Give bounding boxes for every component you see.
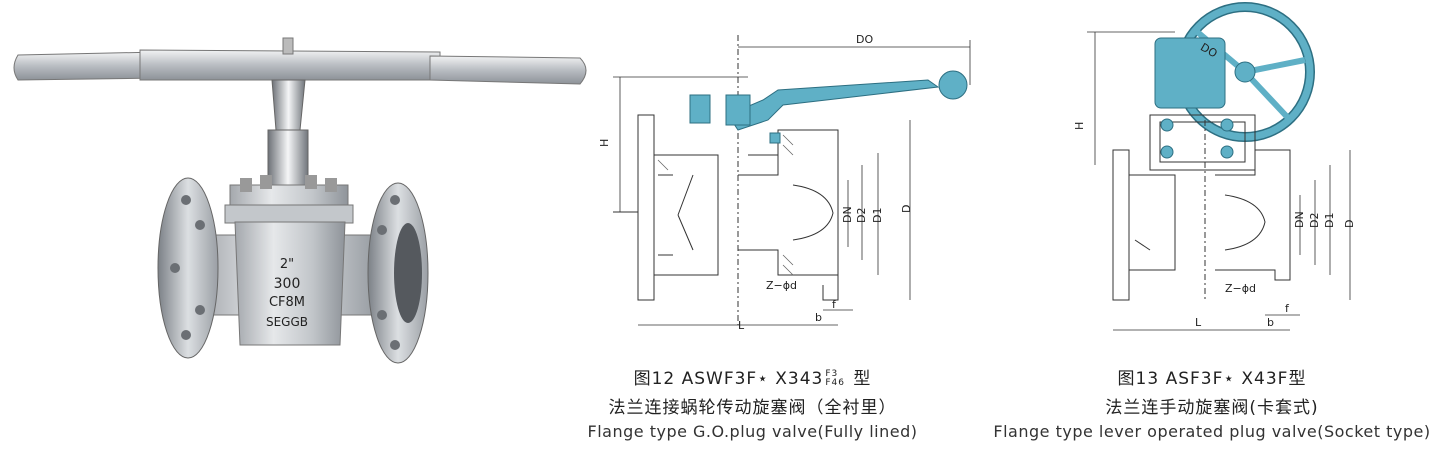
- fig13-caption-title: 图13 ASF3F⋆ X43F型: [1117, 369, 1307, 389]
- fig12-dim-b: b: [815, 311, 822, 324]
- casting-mark-size: 2": [280, 257, 294, 272]
- casting-marks: 2" 300 CF8M SEGGB: [266, 257, 308, 329]
- fig13-dim-l: L: [1195, 316, 1202, 329]
- fig12-caption-chinese: 法兰连接蜗轮传动旋塞阀（全衬里）: [608, 398, 897, 418]
- fig12-dim-h: H: [598, 139, 611, 147]
- figure-13-drawing: DO H DN D2 D1 D Z−ϕd f b L: [1073, 0, 1375, 345]
- fig12-dim-d: D: [900, 205, 913, 213]
- left-flange: [157, 177, 219, 359]
- fig13-caption-english: Flange type lever operated plug valve(So…: [993, 422, 1431, 441]
- fig12-lever: [689, 70, 968, 144]
- fig12-dim-d2: D2: [855, 208, 868, 223]
- fig12-dim-z-phi-d: Z−ϕd: [766, 279, 797, 292]
- fig13-dim-d2: D2: [1308, 213, 1321, 228]
- casting-mark-class: 300: [274, 276, 301, 292]
- fig12-sup-bottom: F46: [825, 378, 845, 388]
- casting-mark-brand: SEGGB: [266, 315, 308, 329]
- fig13-dim-h: H: [1075, 122, 1086, 130]
- figure-13-caption: 图13 ASF3F⋆ X43F型 法兰连手动旋塞阀(卡套式) Flange ty…: [988, 364, 1436, 441]
- fig12-caption-suffix: 型: [847, 369, 872, 389]
- fig12-caption-english: Flange type G.O.plug valve(Fully lined): [587, 422, 918, 441]
- fig13-dim-d1: D1: [1323, 213, 1336, 228]
- casting-mark-material: CF8M: [269, 295, 305, 310]
- fig13-bolts: [1160, 118, 1234, 159]
- fig13-dim-b: b: [1267, 316, 1274, 329]
- fig12-dim-f: f: [832, 298, 837, 311]
- fig13-dim-dn: DN: [1293, 211, 1306, 228]
- fig13-handwheel: [1154, 2, 1315, 142]
- fig13-dim-f: f: [1285, 302, 1290, 315]
- fig12-dim-do: DO: [856, 33, 873, 46]
- figure-12-drawing: DO H DN D2 D1 D Z−ϕd f b L: [598, 25, 988, 345]
- fig12-dim-l: L: [738, 319, 745, 332]
- fig13-caption-chinese: 法兰连手动旋塞阀(卡套式): [1105, 398, 1319, 418]
- fig12-sup-top: F3: [825, 369, 839, 379]
- right-flange: [367, 182, 429, 364]
- fig12-caption-model: 图12 ASWF3F⋆ X343: [633, 369, 824, 389]
- valve-handle: [13, 37, 587, 85]
- valve-photo: 2" 300 CF8M SEGGB: [0, 0, 600, 461]
- fig12-dim-d1: D1: [871, 208, 884, 223]
- fig12-dim-dn: DN: [841, 206, 854, 223]
- fig13-dim-d: D: [1343, 220, 1356, 228]
- valve-stem: [267, 79, 309, 186]
- valve-body: [199, 221, 386, 346]
- valve-bonnet: [224, 175, 354, 224]
- fig13-dim-z-phi-d: Z−ϕd: [1225, 282, 1256, 295]
